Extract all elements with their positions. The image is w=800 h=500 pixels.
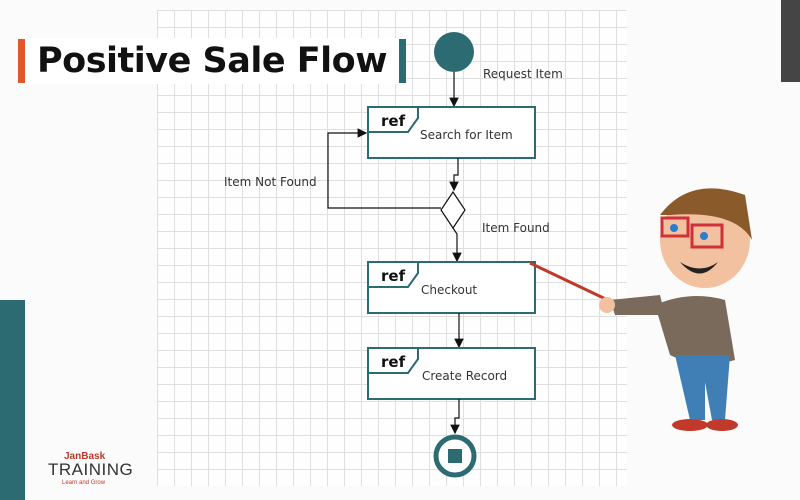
- edge-found: [452, 227, 462, 263]
- item-found-label: Item Found: [482, 221, 550, 235]
- ref-tag: ref: [381, 353, 406, 371]
- edge-search-decision: [449, 158, 459, 192]
- box-label: Create Record: [422, 369, 507, 383]
- decision-node: [440, 190, 466, 230]
- title-text: Positive Sale Flow: [37, 41, 388, 81]
- box-checkout: ref Checkout: [367, 261, 536, 314]
- edge-not-found-loop: [327, 128, 441, 209]
- decor-block-left: [0, 300, 25, 500]
- logo-brand: JanBask: [64, 451, 106, 462]
- item-not-found-label: Item Not Found: [224, 175, 317, 189]
- grid-background: [157, 10, 627, 486]
- ref-tag: ref: [381, 112, 406, 130]
- decor-block-right: [781, 0, 800, 82]
- presenter-character-illustration: [529, 188, 752, 431]
- edge-record-end: [450, 399, 460, 435]
- logo-tagline: Learn and Grow: [62, 480, 106, 486]
- box-label: Checkout: [421, 283, 477, 297]
- title-accent-right: [399, 39, 407, 83]
- title-accent-left: [18, 39, 25, 83]
- start-node: [434, 32, 474, 72]
- box-label: Search for Item: [420, 128, 513, 142]
- ref-tag: ref: [381, 267, 406, 285]
- end-node: [433, 434, 477, 478]
- logo-name: TRAINING: [48, 460, 134, 479]
- request-item-label: Request Item: [483, 67, 563, 81]
- box-create-record: ref Create Record: [367, 347, 536, 400]
- janbask-logo: JanBask TRAINING Learn and Grow: [42, 451, 134, 486]
- slide-title: Positive Sale Flow: [18, 38, 407, 84]
- box-search: ref Search for Item: [367, 106, 536, 159]
